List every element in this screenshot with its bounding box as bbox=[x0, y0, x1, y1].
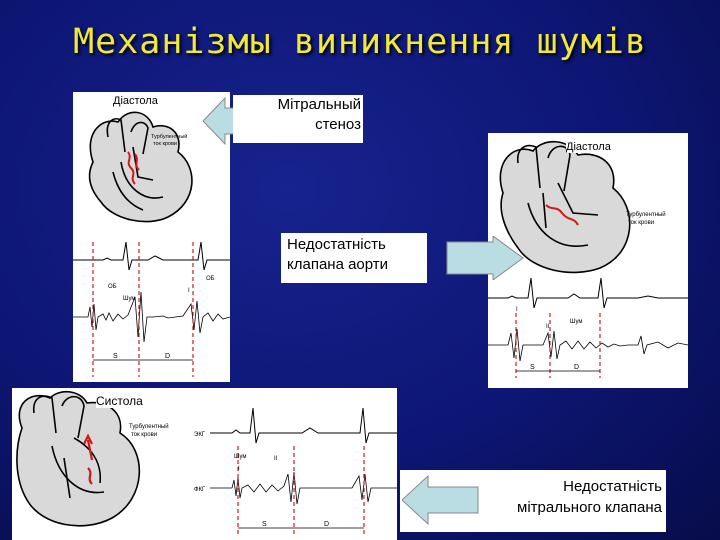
noise-label: Шум bbox=[234, 454, 247, 460]
phase-label: Діастола bbox=[113, 95, 158, 107]
ekg-label: ЭКГ bbox=[194, 432, 206, 438]
heart-diagram-diastole bbox=[88, 111, 193, 223]
mitral-stenosis-line1: Мітральный bbox=[277, 96, 361, 113]
s-label: S bbox=[113, 353, 118, 360]
heart-diagram-diastole bbox=[499, 140, 631, 274]
i-tone: I bbox=[238, 466, 240, 472]
heart-diagram-systole bbox=[16, 390, 141, 527]
d-label: D bbox=[324, 521, 329, 528]
flow-label: Турбулентный bbox=[129, 423, 169, 430]
d-label: D bbox=[574, 364, 579, 371]
mitral-insuff-line1: Недостатність bbox=[563, 478, 662, 495]
panel-mitral-stenosis: Турбулентный ток крови ОБ ОБ Шум I S D Д… bbox=[73, 92, 230, 382]
panel-aortic-insufficiency: Турбулентный ток крови Шум I II S D Діас… bbox=[488, 133, 688, 388]
noise-label: Шум bbox=[570, 319, 583, 325]
ii-tone: II bbox=[546, 324, 550, 330]
os-label: ОБ bbox=[108, 284, 117, 290]
i-tone: I bbox=[516, 307, 518, 313]
ekg-trace bbox=[210, 407, 397, 444]
arrow-left-icon bbox=[402, 474, 480, 526]
i-tone: I bbox=[188, 288, 190, 294]
s-label: S bbox=[530, 364, 535, 371]
ekg-trace bbox=[488, 277, 688, 309]
flow-label: ток крови bbox=[153, 141, 177, 147]
phase-label: Діастола bbox=[566, 141, 611, 153]
pcg-trace bbox=[73, 291, 230, 343]
aortic-insufficiency-label: Недостатність клапана аорти bbox=[281, 233, 427, 283]
noise-label: Шум bbox=[123, 296, 136, 302]
flow-label: ток крови bbox=[131, 432, 157, 438]
ekg-trace bbox=[73, 241, 230, 271]
s-label: S bbox=[262, 521, 267, 528]
fkg-label: ФКГ bbox=[194, 487, 206, 493]
pcg-trace bbox=[488, 328, 688, 362]
d-label: D bbox=[165, 353, 170, 360]
aortic-insuff-line2: клапана аорти bbox=[287, 256, 389, 273]
pcg-trace bbox=[210, 471, 397, 505]
phase-label: Систола bbox=[96, 394, 143, 408]
mitral-stenosis-label: Мітральный стеноз bbox=[233, 95, 363, 143]
mitral-insuff-line2: мітрального клапана bbox=[517, 499, 662, 516]
mitral-stenosis-line2: стеноз bbox=[315, 116, 361, 133]
flow-label: Турбулентный bbox=[151, 133, 187, 140]
panel-mitral-insufficiency: Турбулентный ток крови ЭКГ ФКГ Шум I II … bbox=[12, 388, 397, 540]
os-label: ОБ bbox=[206, 276, 215, 282]
slide-title: Механізмы виникнення шумів bbox=[73, 22, 647, 62]
aortic-insuff-line1: Недостатність bbox=[287, 236, 386, 253]
flow-label: Турбулентный bbox=[626, 211, 666, 218]
flow-label: ток крови bbox=[628, 220, 654, 226]
ii-tone: II bbox=[274, 456, 278, 462]
arrow-right-icon bbox=[445, 236, 525, 280]
